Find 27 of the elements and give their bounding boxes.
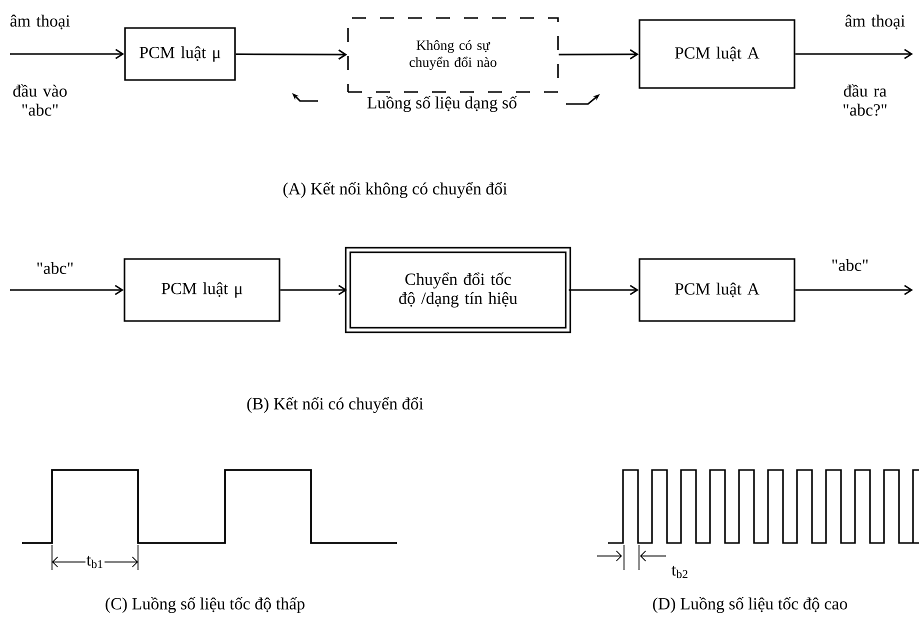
process-box: PCM luật μ: [124, 27, 236, 81]
caption: (D) Luồng số liệu tốc độ cao: [653, 597, 848, 613]
arrow: [280, 284, 348, 296]
arrow: [568, 284, 639, 296]
dimension-label: t$_{b2}$: [672, 566, 688, 578]
caption: (A) Kết nối không có chuyển đổi: [283, 182, 508, 198]
input-label: "abc": [37, 262, 73, 274]
arrow: [10, 284, 124, 296]
arrow: [10, 48, 124, 60]
process-box: PCM luật A: [638, 19, 796, 89]
caption: (B) Kết nối có chuyển đổi: [247, 397, 424, 413]
dashed-box: Không có sự chuyển đổi nào: [347, 17, 559, 93]
arrow: [795, 48, 913, 60]
output-label: âm thoại: [845, 14, 905, 30]
process-box: PCM luật μ: [124, 258, 280, 322]
stream-label: Luồng số liệu dạng số: [366, 95, 518, 113]
dimension-label: t$_{b1}$: [85, 554, 105, 570]
process-box: PCM luật A: [638, 258, 796, 322]
output-label: "abc": [832, 259, 868, 271]
input-label: đầu vào "abc": [13, 84, 67, 116]
output-label: đầu ra "abc?": [844, 84, 886, 116]
arrow: [795, 284, 913, 296]
arrow: [236, 49, 348, 60]
input-label: âm thoại: [10, 14, 70, 30]
double-box: Chuyển đổi tốc độ /dạng tín hiệu: [344, 246, 572, 334]
caption: (C) Luồng số liệu tốc độ thấp: [106, 597, 304, 613]
arrow: [558, 49, 639, 60]
